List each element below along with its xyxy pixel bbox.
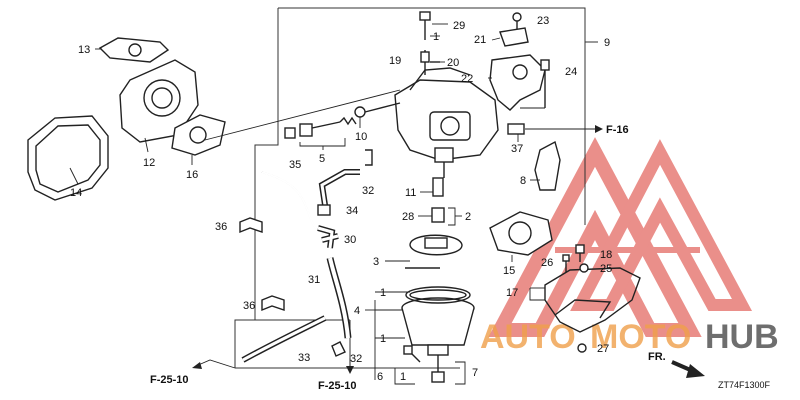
- diagram-code: ZT74F1300F: [718, 380, 771, 390]
- choke-lever-21: [491, 27, 529, 47]
- label-9: 9: [604, 37, 610, 49]
- label-17: 17: [506, 287, 518, 299]
- float-3: [385, 234, 463, 269]
- label-36-upper: 36: [215, 221, 227, 233]
- ref-f2510-mid: F-25-10: [318, 380, 357, 392]
- bracket-17: [529, 267, 641, 333]
- plug-37: [507, 123, 603, 142]
- label-19: 19: [389, 55, 401, 67]
- nut-27: [577, 343, 587, 353]
- main-jet-28: [418, 207, 445, 223]
- label-20: 20: [447, 57, 459, 69]
- label-15: 15: [503, 265, 515, 277]
- label-5: 5: [319, 153, 325, 165]
- label-32-lower: 32: [350, 353, 362, 365]
- label-3: 3: [373, 256, 379, 268]
- watermark-text-auto: AUTO: [480, 318, 576, 356]
- bolt-7: [431, 361, 466, 385]
- label-34: 34: [346, 205, 358, 217]
- label-35: 35: [289, 159, 301, 171]
- label-28: 28: [402, 211, 414, 223]
- ref-f2510-left: F-25-10: [150, 374, 189, 386]
- drain-tube-33: [241, 315, 327, 363]
- ref-front: FR.: [648, 351, 666, 363]
- main-jet-11: [420, 177, 444, 197]
- screw-19: [420, 50, 430, 75]
- label-36-lower: 36: [243, 300, 255, 312]
- choke-bracket-22: [488, 54, 546, 111]
- t-joint-30: [317, 225, 339, 249]
- gasket-13: [95, 37, 170, 63]
- label-2: 2: [465, 211, 471, 223]
- label-16: 16: [186, 169, 198, 181]
- label-18: 18: [600, 249, 612, 261]
- drain-screw-6: [394, 345, 421, 385]
- label-30: 30: [344, 234, 356, 246]
- watermark-text-hub: HUB: [705, 318, 779, 356]
- watermark-text-moto: MOTO: [590, 318, 691, 356]
- ref-f16: F-16: [606, 124, 629, 136]
- throttle-lever-8: [530, 140, 561, 191]
- label-26: 26: [541, 257, 553, 269]
- label-8: 8: [520, 175, 526, 187]
- clamp-36-lower: [261, 295, 285, 312]
- label-31: 31: [308, 274, 320, 286]
- ref-arrow-left: [195, 359, 236, 369]
- label-21: 21: [474, 34, 486, 46]
- label-6: 6: [377, 371, 383, 383]
- bolt-26: [562, 254, 570, 272]
- label-23: 23: [537, 15, 549, 27]
- label-1-top: 1: [433, 31, 439, 43]
- label-12: 12: [143, 157, 155, 169]
- screw-10: [354, 102, 401, 128]
- label-11: 11: [405, 187, 416, 199]
- washer-25: [579, 263, 589, 273]
- insulator-12: [119, 59, 199, 153]
- label-29: 29: [453, 20, 465, 32]
- label-27: 27: [597, 343, 609, 355]
- label-4: 4: [354, 305, 360, 317]
- label-14: 14: [70, 187, 82, 199]
- front-direction-arrow: [671, 360, 705, 378]
- label-13: 13: [78, 44, 90, 56]
- screw-29: [419, 11, 448, 40]
- label-32-upper: 32: [362, 185, 374, 197]
- label-25: 25: [600, 263, 612, 275]
- label-1-washer: 1: [400, 371, 406, 383]
- label-37: 37: [511, 143, 523, 155]
- gasket-15: [489, 211, 553, 262]
- screw-24: [520, 59, 550, 109]
- pilot-screw-set-5: [284, 116, 357, 150]
- fuel-tube-31: [326, 257, 352, 339]
- label-24: 24: [565, 66, 577, 78]
- gasket-16: [171, 89, 401, 165]
- label-1-seal: 1: [380, 333, 386, 345]
- label-33: 33: [298, 352, 310, 364]
- leader-2: [448, 207, 456, 226]
- clip-32-lower: [331, 341, 346, 357]
- label-1-chamber: 1: [380, 287, 386, 299]
- gasket-14: [27, 115, 109, 201]
- fitting-34: [317, 169, 360, 216]
- label-7: 7: [472, 367, 478, 379]
- clamp-36-upper: [239, 217, 263, 234]
- hose-35: [261, 171, 319, 231]
- float-chamber-4: [365, 286, 475, 380]
- bolt-18: [575, 244, 585, 262]
- carburetor-body: [394, 67, 499, 178]
- label-22: 22: [461, 73, 473, 85]
- label-10: 10: [355, 131, 367, 143]
- screw-23: [512, 12, 522, 32]
- clip-32-upper: [365, 149, 373, 166]
